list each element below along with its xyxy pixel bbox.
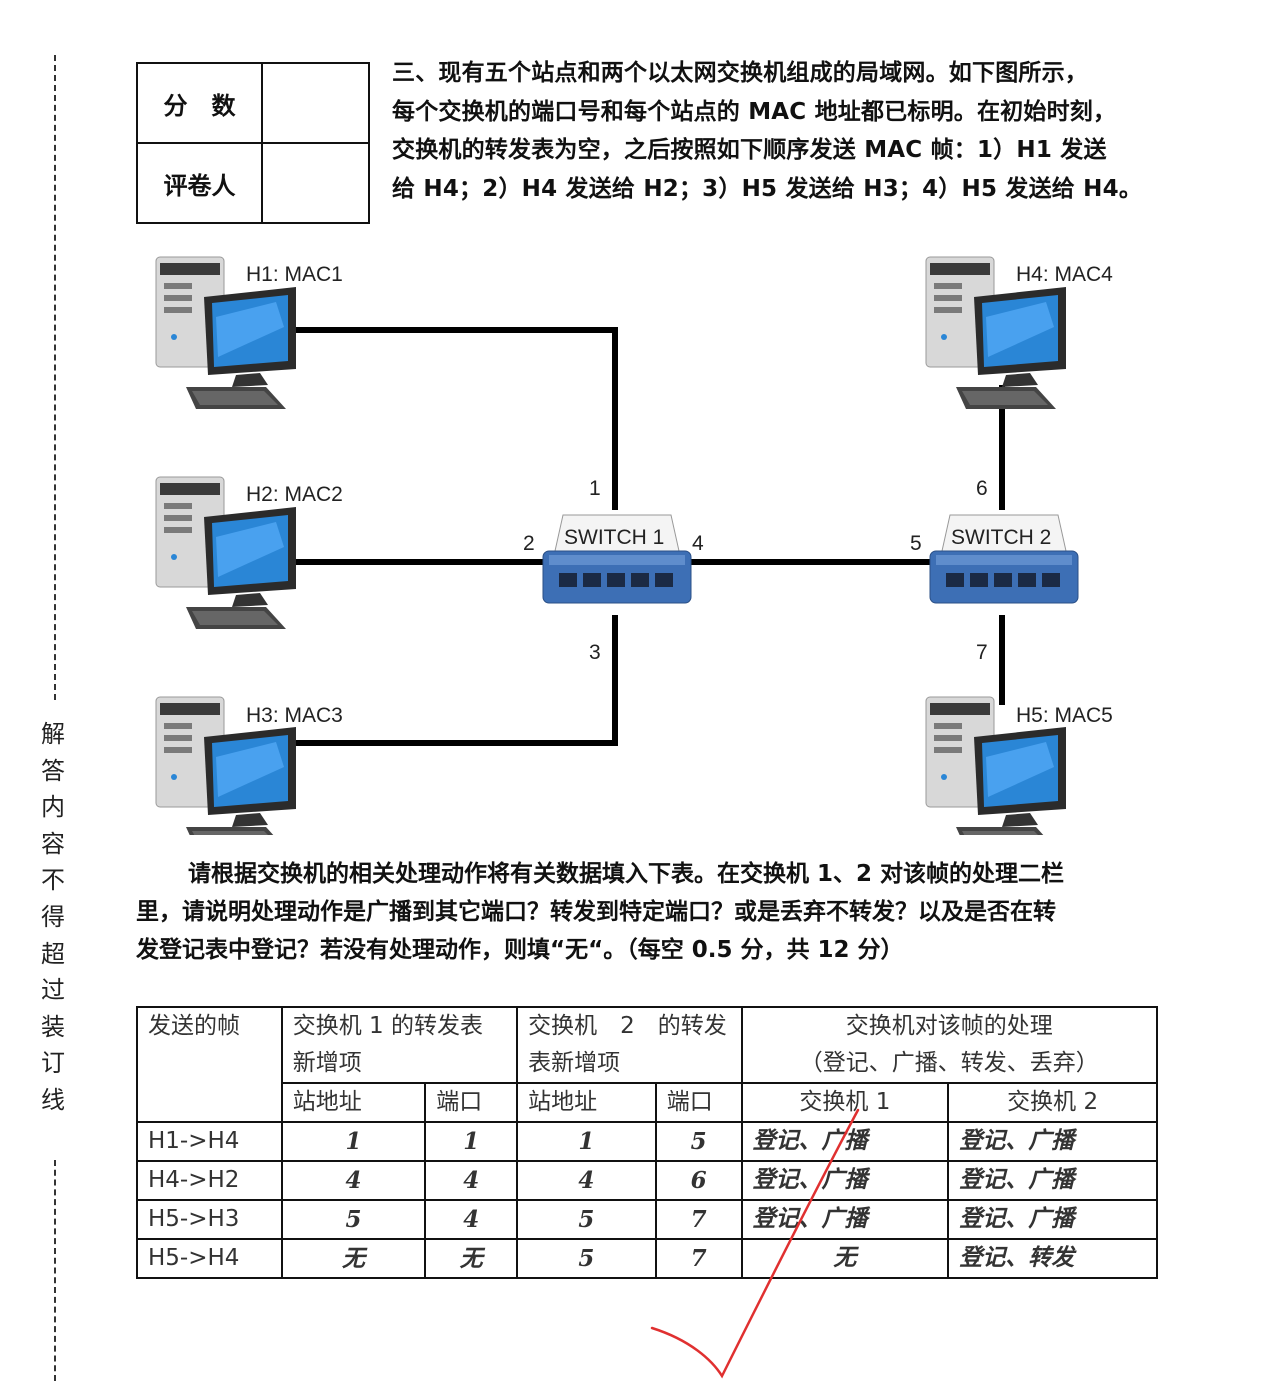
header-station-addr: 站地址	[280, 1082, 427, 1123]
sw2-port-cell[interactable]: 7	[654, 1199, 743, 1240]
sw1-action-cell[interactable]: 登记、广播	[740, 1199, 950, 1240]
port-label: 4	[692, 532, 704, 555]
header-text: （登记、广播、转发、丢弃）	[799, 1050, 1099, 1076]
binding-line-bottom	[54, 1160, 56, 1381]
instruction-line: 发登记表中登记？若没有处理动作，则填“无“。（每空 0.5 分，共 12 分）	[136, 937, 904, 963]
port-label: 5	[910, 532, 922, 555]
link-h1-sw1	[290, 327, 618, 510]
table-row: H4->H2 4 4 4 6 登记、广播 登记、广播	[136, 1160, 1158, 1201]
sw1-port-cell[interactable]: 4	[424, 1160, 519, 1201]
port-label: 2	[523, 532, 535, 555]
table-row: H5->H3 5 4 5 7 登记、广播 登记、广播	[136, 1199, 1158, 1240]
host-label: H2: MAC2	[246, 483, 343, 506]
port-label: 6	[976, 477, 988, 500]
header-sw1-table: 交换机 1 的转发表 新增项	[280, 1006, 519, 1084]
host-label: H1: MAC1	[246, 263, 343, 286]
sw2-action-cell[interactable]: 登记、广播	[947, 1121, 1158, 1162]
header-text: 交换机对该帧的处理	[845, 1013, 1053, 1039]
sw1-addr-cell[interactable]: 4	[280, 1160, 427, 1201]
header-text: 交换机 2 的转发	[528, 1013, 727, 1039]
sw1-action-cell[interactable]: 无	[740, 1238, 950, 1279]
question-text: 三、现有五个站点和两个以太网交换机组成的局域网。如下图所示， 每个交换机的端口号…	[392, 54, 1162, 208]
sw2-addr-cell[interactable]: 4	[516, 1160, 657, 1201]
grader-label: 评卷人	[136, 142, 263, 224]
sw2-port-cell[interactable]: 5	[654, 1121, 743, 1162]
sw1-addr-cell[interactable]: 无	[280, 1238, 427, 1279]
sw2-action-cell[interactable]: 登记、广播	[947, 1199, 1158, 1240]
frame-cell: H1->H4	[136, 1121, 283, 1162]
header-text: 新增项	[292, 1050, 362, 1076]
host-label: H3: MAC3	[246, 704, 343, 727]
header-handling: 交换机对该帧的处理 （登记、广播、转发、丢弃）	[740, 1006, 1159, 1084]
header-port: 端口	[654, 1082, 743, 1123]
table-row: H5->H4 无 无 5 7 无 登记、转发	[136, 1238, 1158, 1279]
margin-char: 得	[41, 902, 65, 931]
answer-table: 发送的帧 交换机 1 的转发表 新增项 交换机 2 的转发 表新增项 交换机对该…	[136, 1006, 1159, 1279]
switch-label: SWITCH 1	[564, 526, 664, 549]
frame-cell: H5->H4	[136, 1238, 283, 1279]
link-h3-sw1	[290, 615, 618, 746]
margin-char: 装	[41, 1012, 65, 1041]
score-label: 分 数	[136, 62, 263, 144]
header-switch2: 交换机 2	[947, 1082, 1158, 1123]
header-station-addr: 站地址	[516, 1082, 657, 1123]
network-diagram: H1: MAC1 H2: MAC2 H3: MAC3 H4: MAC4 H5: …	[155, 256, 1113, 835]
margin-char: 线	[41, 1085, 65, 1114]
margin-char: 过	[41, 976, 65, 1005]
instruction-line-1: 请根据交换机的相关处理动作将有关数据填入下表。在交换机 1、2 对该帧的处理二栏	[188, 861, 1065, 887]
host-label: H5: MAC5	[1016, 704, 1113, 727]
question-line: 三、现有五个站点和两个以太网交换机组成的局域网。如下图所示，	[392, 60, 1088, 86]
sw2-action-cell[interactable]: 登记、广播	[947, 1160, 1158, 1201]
sw1-addr-cell[interactable]: 1	[280, 1121, 427, 1162]
port-label: 7	[976, 641, 988, 664]
frame-cell: H5->H3	[136, 1199, 283, 1240]
header-switch1: 交换机 1	[740, 1082, 950, 1123]
host-label: H4: MAC4	[1016, 263, 1113, 286]
sw2-action-cell[interactable]: 登记、转发	[947, 1238, 1158, 1279]
margin-char: 不	[41, 866, 65, 895]
margin-char: 内	[41, 793, 65, 822]
sw2-port-cell[interactable]: 7	[654, 1238, 743, 1279]
binding-line-top	[54, 55, 56, 700]
sw2-addr-cell[interactable]: 1	[516, 1121, 657, 1162]
sw1-port-cell[interactable]: 无	[424, 1238, 519, 1279]
instruction-line: 里，请说明处理动作是广播到其它端口？转发到特定端口？或是丢弃不转发？以及是否在转	[136, 899, 1056, 925]
sw2-addr-cell[interactable]: 5	[516, 1238, 657, 1279]
sw2-port-cell[interactable]: 6	[654, 1160, 743, 1201]
header-frame: 发送的帧	[136, 1006, 283, 1123]
question-line: 交换机的转发表为空，之后按照如下顺序发送 MAC 帧：1）H1 发送	[392, 137, 1107, 163]
question-line: 给 H4；2）H4 发送给 H2；3）H5 发送给 H3；4）H5 发送给 H4…	[392, 175, 1143, 202]
sw1-port-cell[interactable]: 1	[424, 1121, 519, 1162]
margin-char: 订	[41, 1049, 65, 1078]
switch-label: SWITCH 2	[951, 526, 1051, 549]
margin-char: 解	[41, 720, 65, 748]
sw1-addr-cell[interactable]: 5	[280, 1199, 427, 1240]
score-box: 分 数 评卷人	[136, 62, 370, 224]
header-sw2-table: 交换机 2 的转发 表新增项	[516, 1006, 743, 1084]
instruction-text: 请根据交换机的相关处理动作将有关数据填入下表。在交换机 1、2 对该帧的处理二栏…	[136, 855, 1156, 969]
frame-cell: H4->H2	[136, 1160, 283, 1201]
margin-char: 容	[41, 829, 65, 858]
table-row: H1->H4 1 1 1 5 登记、广播 登记、广播	[136, 1121, 1158, 1162]
sw1-action-cell[interactable]: 登记、广播	[740, 1160, 950, 1201]
sw1-port-cell[interactable]: 4	[424, 1199, 519, 1240]
margin-char: 超	[41, 939, 65, 968]
sw2-addr-cell[interactable]: 5	[516, 1199, 657, 1240]
port-label: 1	[589, 477, 601, 500]
header-text: 表新增项	[528, 1050, 621, 1076]
score-value-cell[interactable]	[261, 62, 370, 144]
port-label: 3	[589, 641, 601, 664]
question-line: 每个交换机的端口号和每个站点的 MAC 地址都已标明。在初始时刻，	[392, 98, 1117, 125]
binding-margin-text: 解 答 内 容 不 得 超 过 装 订 线	[38, 716, 68, 1119]
margin-char: 答	[41, 756, 65, 785]
header-text: 交换机 1 的转发表	[292, 1013, 483, 1039]
header-port: 端口	[424, 1082, 519, 1123]
sw1-action-cell[interactable]: 登记、广播	[740, 1121, 950, 1162]
grader-value-cell[interactable]	[261, 142, 370, 224]
